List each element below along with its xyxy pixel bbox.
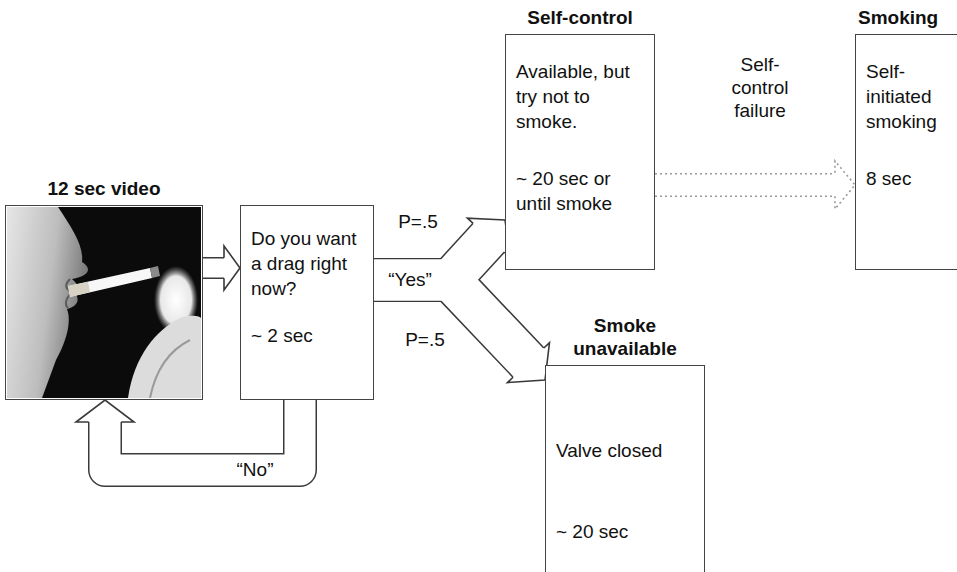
process-box: Do you want a drag right now? ~ 2 sec xyxy=(240,205,374,400)
arrow-fill xyxy=(655,175,837,196)
process-box: Self-controlAvailable, but try not to sm… xyxy=(505,34,655,270)
arrow-head xyxy=(76,400,134,422)
process-box: Smoke unavailableValve closed~ 20 sec xyxy=(545,365,705,572)
edge-label: Self-control failure xyxy=(718,54,802,122)
box-text: Do you want a drag right now? xyxy=(251,226,363,301)
arrow-head xyxy=(507,343,549,383)
finger-line xyxy=(150,340,190,398)
arrow-fill xyxy=(374,280,530,364)
arrow-heads xyxy=(76,161,855,422)
lip-line xyxy=(66,294,70,308)
box-text: Self-initiated smoking xyxy=(866,59,956,134)
arrow-head xyxy=(835,161,855,209)
arrow-fills xyxy=(105,185,837,470)
process-box: SmokingSelf-initiated smoking8 sec xyxy=(855,34,957,270)
arrow-fill xyxy=(203,259,226,278)
cigarette-filter xyxy=(68,282,90,297)
arrow-head xyxy=(467,218,510,257)
box-text: ~ 20 sec or until smoke xyxy=(516,166,644,216)
box-heading: 12 sec video xyxy=(6,178,202,201)
box-text: Valve closed xyxy=(556,438,694,463)
smoking-photo xyxy=(7,207,201,398)
photo-background xyxy=(7,207,201,398)
edge-label: P=.5 xyxy=(396,211,440,234)
arrow-casings xyxy=(105,185,835,470)
hand xyxy=(128,316,201,398)
arrow-label: “Yes” xyxy=(386,269,434,292)
video-frame: 12 sec video xyxy=(5,205,203,400)
face-profile xyxy=(7,207,88,398)
box-text: Available, but try not to smoke. xyxy=(516,59,644,134)
arrow-head xyxy=(224,246,240,290)
box-text: 8 sec xyxy=(866,166,956,191)
box-text: ~ 20 sec xyxy=(556,519,694,544)
box-heading: Smoke unavailable xyxy=(561,315,689,361)
edge-label: “No” xyxy=(235,459,276,482)
edge-label: P=.5 xyxy=(403,329,447,352)
cigarette xyxy=(68,268,152,297)
box-text: ~ 2 sec xyxy=(251,323,363,348)
box-heading: Self-control xyxy=(506,7,654,30)
cigarette-ash xyxy=(150,266,160,278)
box-heading: Smoking xyxy=(858,7,938,30)
